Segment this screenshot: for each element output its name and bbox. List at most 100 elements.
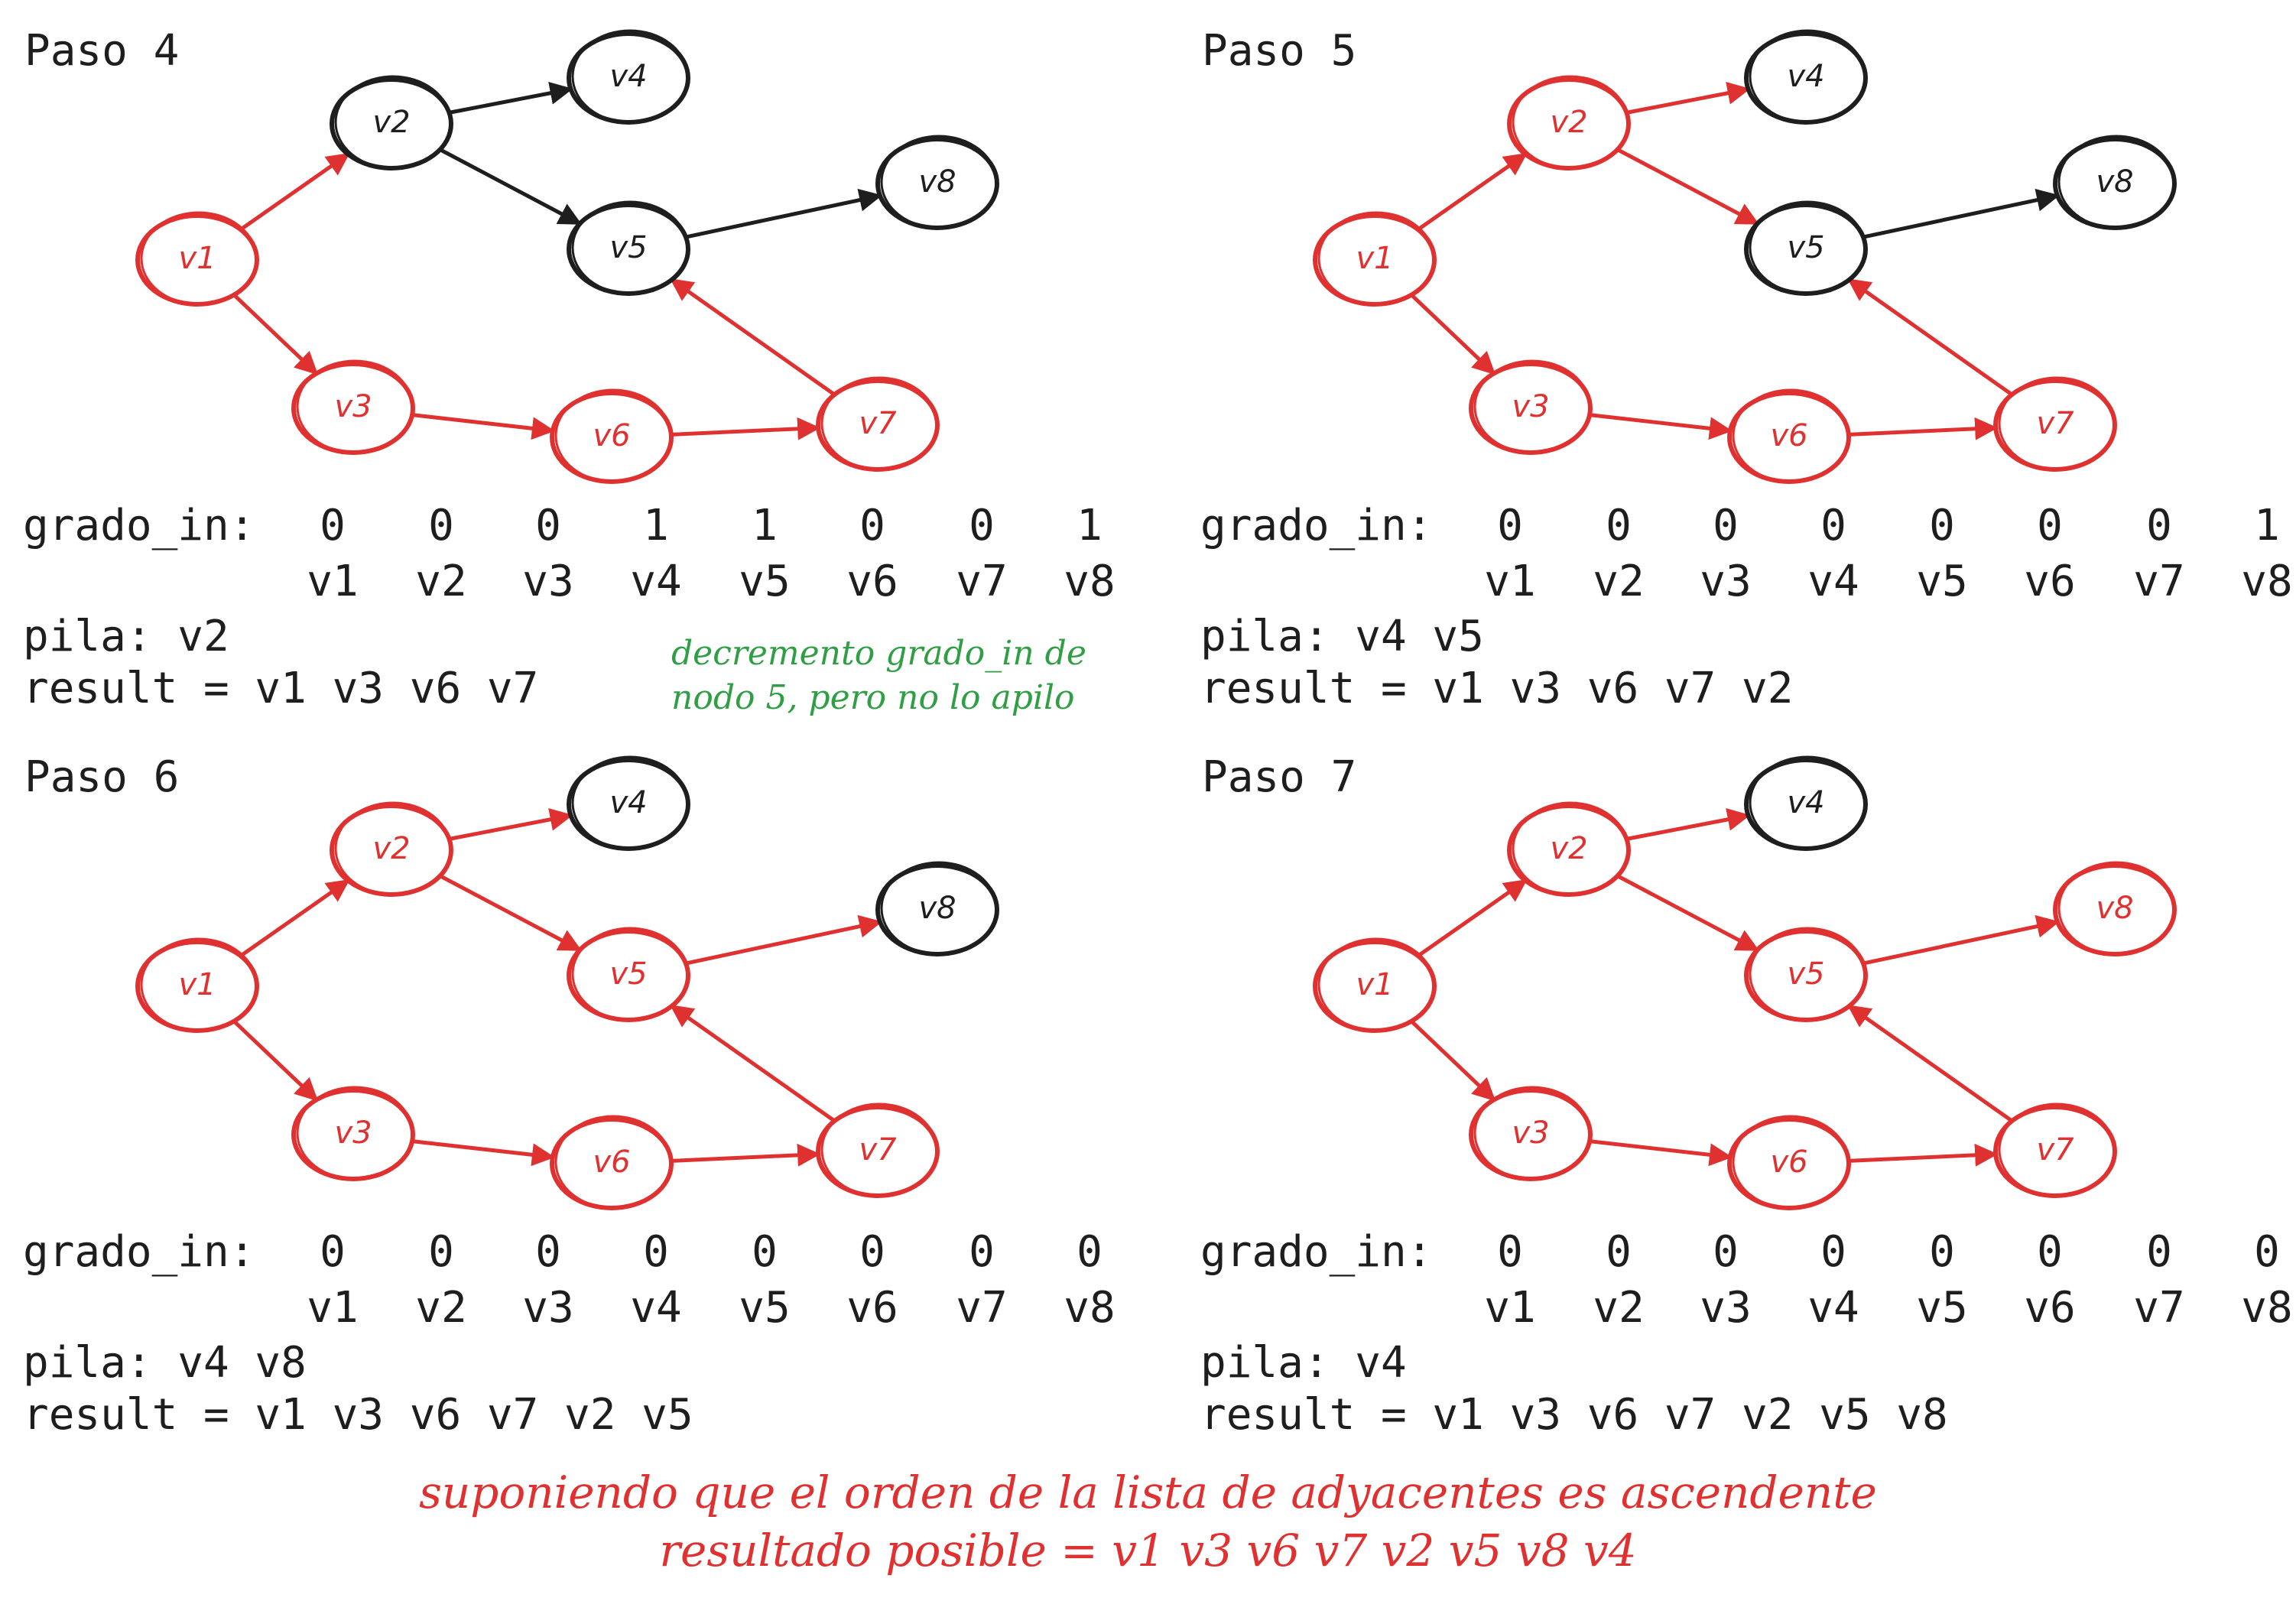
column-name-v3: v3 bbox=[1700, 1283, 1752, 1333]
node-v5: v5 bbox=[567, 200, 690, 296]
column-name-v1: v1 bbox=[307, 557, 359, 606]
column-name-v6: v6 bbox=[846, 557, 898, 606]
result-text: result = v1 v3 v6 v7 bbox=[23, 664, 539, 713]
edge-v1-v2 bbox=[1416, 152, 1528, 232]
grado-in-value-v1: 0 bbox=[1497, 501, 1523, 550]
column-name-v4: v4 bbox=[1807, 557, 1859, 606]
grado-in-value-v8: 1 bbox=[2254, 501, 2280, 550]
column-name-v3: v3 bbox=[522, 1283, 574, 1333]
edge-v5-v8 bbox=[684, 188, 882, 239]
column-name-v8: v8 bbox=[2241, 557, 2293, 606]
node-v4: v4 bbox=[1744, 755, 1868, 851]
node-v7: v7 bbox=[1993, 376, 2117, 472]
grado-in-value-v4: 0 bbox=[1820, 1227, 1846, 1277]
node-v2: v2 bbox=[1507, 75, 1631, 170]
grado-in-value-v2: 0 bbox=[428, 501, 454, 550]
node-label: v6 bbox=[593, 418, 630, 453]
grado-in-value-v4: 1 bbox=[643, 501, 669, 550]
node-v4: v4 bbox=[1744, 29, 1868, 125]
node-v2: v2 bbox=[1507, 801, 1631, 897]
node-label: v8 bbox=[918, 164, 956, 200]
edge-v5-v8 bbox=[1861, 914, 2060, 966]
grado-in-value-v7: 0 bbox=[969, 1227, 995, 1277]
node-label: v3 bbox=[1512, 389, 1549, 424]
grado-in-label: grado_in: bbox=[1200, 501, 1433, 550]
node-label: v3 bbox=[334, 1116, 372, 1151]
edge-v2-v5 bbox=[1616, 148, 1760, 226]
edge-v2-v4 bbox=[1624, 82, 1751, 115]
edge-v1-v3 bbox=[232, 293, 319, 375]
edge-v1-v3 bbox=[1409, 1019, 1496, 1102]
node-v8: v8 bbox=[875, 135, 999, 230]
node-label: v6 bbox=[593, 1145, 630, 1180]
node-label: v8 bbox=[2096, 891, 2133, 926]
edge-v7-v5 bbox=[670, 278, 836, 397]
node-label: v7 bbox=[2036, 1132, 2074, 1167]
edge-v6-v7 bbox=[669, 417, 821, 440]
node-v3: v3 bbox=[1469, 359, 1593, 455]
node-label: v4 bbox=[1787, 785, 1824, 820]
edge-v5-v8 bbox=[1861, 188, 2060, 239]
column-name-v7: v7 bbox=[956, 1283, 1008, 1333]
node-v6: v6 bbox=[1727, 1115, 1851, 1210]
node-label: v1 bbox=[178, 241, 216, 276]
node-label: v1 bbox=[1356, 241, 1393, 276]
edge-v6-v7 bbox=[1846, 417, 1999, 440]
panel-title: Paso 4 bbox=[24, 26, 180, 76]
column-name-v2: v2 bbox=[415, 1283, 467, 1333]
column-name-v5: v5 bbox=[739, 1283, 791, 1333]
edge-v1-v2 bbox=[1416, 878, 1528, 958]
grado-in-value-v7: 0 bbox=[969, 501, 995, 550]
edge-v6-v7 bbox=[669, 1143, 821, 1167]
grado-in-label: grado_in: bbox=[23, 501, 255, 550]
grado-in-value-v8: 0 bbox=[1077, 1227, 1103, 1277]
column-name-v1: v1 bbox=[307, 1283, 359, 1333]
node-v2: v2 bbox=[330, 75, 453, 170]
node-label: v5 bbox=[609, 956, 647, 992]
column-name-v2: v2 bbox=[1593, 557, 1645, 606]
column-name-v5: v5 bbox=[1916, 557, 1968, 606]
column-name-v3: v3 bbox=[522, 557, 574, 606]
node-v6: v6 bbox=[550, 1115, 674, 1210]
node-v3: v3 bbox=[291, 1086, 415, 1181]
node-label: v4 bbox=[609, 785, 647, 820]
note-line-2: nodo 5, pero no lo apilo bbox=[671, 678, 1075, 717]
node-label: v1 bbox=[1356, 967, 1393, 1002]
node-label: v3 bbox=[1512, 1116, 1549, 1151]
column-name-v6: v6 bbox=[2024, 1283, 2076, 1333]
node-label: v8 bbox=[2096, 164, 2133, 200]
column-name-v1: v1 bbox=[1484, 557, 1536, 606]
edge-v3-v6 bbox=[1587, 1139, 1733, 1167]
edge-v1-v3 bbox=[1409, 293, 1496, 375]
panel-title: Paso 7 bbox=[1202, 752, 1357, 802]
column-name-v7: v7 bbox=[2133, 1283, 2185, 1333]
edge-v1-v2 bbox=[239, 152, 350, 232]
grado-in-value-v8: 1 bbox=[1077, 501, 1103, 550]
node-label: v6 bbox=[1770, 418, 1807, 453]
node-label: v2 bbox=[372, 105, 410, 140]
node-v4: v4 bbox=[567, 755, 690, 851]
grado-in-value-v6: 0 bbox=[2037, 1227, 2063, 1277]
column-name-v8: v8 bbox=[1064, 557, 1116, 606]
node-v3: v3 bbox=[1469, 1086, 1593, 1181]
grado-in-label: grado_in: bbox=[23, 1227, 255, 1277]
edge-v7-v5 bbox=[670, 1004, 836, 1123]
column-name-v4: v4 bbox=[630, 1283, 682, 1333]
annotation-note: decremento grado_in de nodo 5, pero no l… bbox=[671, 632, 1086, 720]
edge-v7-v5 bbox=[1847, 1004, 2014, 1123]
column-name-v5: v5 bbox=[739, 557, 791, 606]
node-label: v8 bbox=[918, 891, 956, 926]
footer-result: resultado posible = v1 v3 v6 v7 v2 v5 v8… bbox=[659, 1525, 1637, 1577]
column-name-v6: v6 bbox=[2024, 557, 2076, 606]
node-v1: v1 bbox=[1313, 211, 1437, 307]
node-v1: v1 bbox=[135, 937, 259, 1033]
node-v4: v4 bbox=[567, 29, 690, 125]
panel-title: Paso 6 bbox=[24, 752, 180, 802]
edge-v2-v4 bbox=[447, 808, 573, 841]
edge-v2-v4 bbox=[447, 82, 573, 115]
footer-assumption: suponiendo que el orden de la lista de a… bbox=[419, 1466, 1877, 1518]
pila-text: pila: v4 bbox=[1200, 1338, 1407, 1388]
node-label: v3 bbox=[334, 389, 372, 424]
